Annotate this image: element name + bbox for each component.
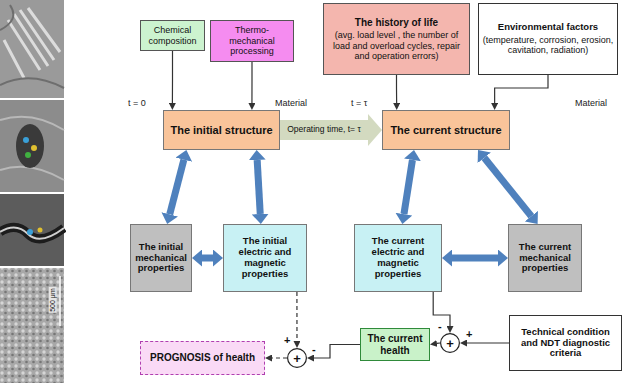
input-box: Thermo-mechanical processing [210,20,294,62]
junction-sign: + [293,352,301,365]
relation-arrow [452,255,498,262]
box-text: The initial electric and magnetic proper… [227,236,303,280]
micrograph-strip [0,0,66,383]
box-text: The initial structure [170,124,272,137]
marker-dot [38,228,43,233]
input-arrow [251,62,252,103]
marker-dot [31,145,37,151]
box-text: Technical condition and NDT diagnostic c… [513,327,618,360]
region-outline [124,97,312,308]
marker-dot [27,229,33,235]
relation-arrow [170,160,184,215]
relation-arrow [404,160,413,214]
box-text: The current mechanical properties [512,242,578,275]
box-text: PROGNOSIS of health [150,352,255,364]
crack [0,227,64,238]
micrograph-panel [0,0,64,98]
inclusion [16,124,44,168]
region-label: t = τ [351,98,367,108]
signal-arrow [467,342,509,343]
relation-arrow [257,160,260,214]
box-heading: The history of life [355,17,438,29]
box-text: The initial mechanical properties [134,242,188,275]
property-box: The current electric and magnetic proper… [354,224,442,292]
sign-label: - [312,343,316,356]
region-outline [347,97,612,308]
signal-arrow [296,292,297,341]
box-heading: Environmental factors [498,22,598,33]
box-text: (temperature, corrosion, erosion, cavita… [482,35,614,56]
crack-edge [0,227,64,238]
region-label: Material [275,98,307,108]
micrograph-panel [0,194,64,266]
box-text: The current structure [390,124,501,137]
time-arrow [280,120,368,140]
scale-bar [59,276,61,326]
region-label: t = 0 [128,98,146,108]
scale-label: 500 μm [49,287,57,313]
input-arrow [396,75,397,103]
region-label: Material [575,98,607,108]
sum-junction: + [440,333,460,353]
junction-outline [288,349,307,368]
criteria-box: Technical condition and NDT diagnostic c… [509,315,622,371]
signal-arrow [437,342,440,344]
fibre-texture [0,5,64,88]
relation-arrow [202,255,213,262]
sum-junction: + [287,348,307,368]
health-box: The current health [360,328,430,361]
property-box: The initial mechanical properties [130,224,192,292]
surface-texture [0,117,64,180]
box-text: Chemical composition [144,25,201,46]
history-box: The history of life(avg. load level , th… [323,3,470,75]
property-box: The current mechanical properties [508,224,582,292]
marker-dot [23,137,29,143]
prognosis-box: PROGNOSIS of health [140,341,265,375]
material-region: t = 0 MaterialThe initial structureThe in… [123,96,312,308]
input-arrow [172,51,173,103]
arrow-label: Operating time, t= τ [286,125,362,135]
sign-label: + [284,334,290,347]
factor-box: Environmental factors (temperature, corro… [478,3,618,75]
material-region: t = τ MaterialThe current structureThe cu… [346,96,612,308]
box-text: Thermo-mechanical processing [214,25,290,56]
structure-box: The initial structure [163,110,280,150]
input-arrow [495,75,548,103]
box-text: The current health [364,333,426,356]
marker-dot [25,152,31,158]
micrograph-panel [0,100,64,192]
box-text: The current electric and magnetic proper… [358,236,438,280]
structure-box: The current structure [382,110,510,150]
relation-arrow [484,158,531,216]
box-text: (avg. load level , the number of load an… [327,30,466,61]
junction-outline [441,334,460,353]
input-box: Chemical composition [140,20,205,51]
junction-sign: + [446,337,454,350]
connector-group [170,51,548,358]
micrograph-panel [0,268,64,383]
sign-label: + [466,328,472,341]
property-box: The initial electric and magnetic proper… [223,224,307,292]
signal-arrow [314,345,360,359]
sign-label: - [438,320,442,333]
signal-arrow [272,357,287,358]
